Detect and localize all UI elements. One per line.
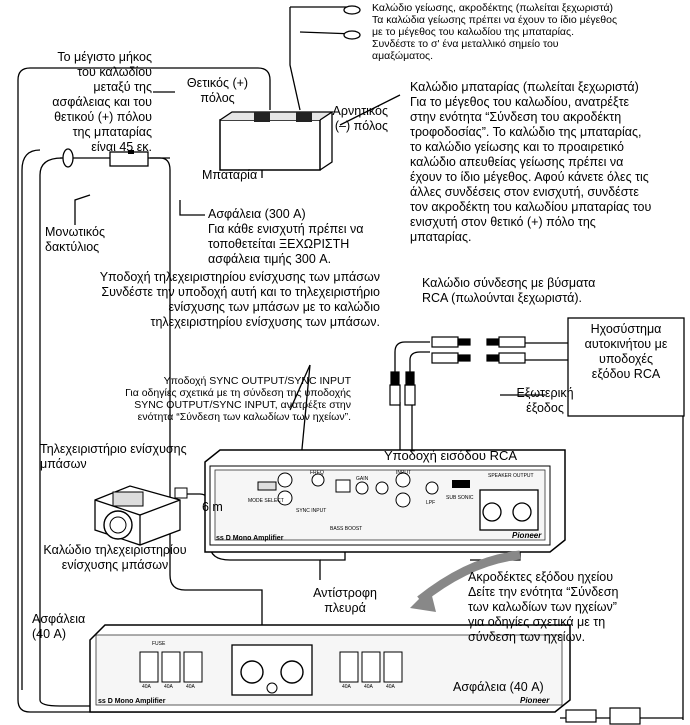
amplifier-rear-icon	[204, 449, 566, 553]
negative-pole-label: Αρνητικός (–) πόλος	[332, 104, 388, 133]
rca-cable-left	[394, 341, 430, 385]
rca-plugs-icon	[389, 336, 526, 406]
input-text: INPUT	[396, 470, 411, 476]
amplifier-top-icon	[89, 624, 571, 713]
power-plug-icon	[565, 707, 641, 725]
mode-select-text: MODE SELECT	[248, 498, 284, 504]
sync-jack-label: Υποδοχή SYNC OUTPUT/SYNC INPUT Για οδηγί…	[125, 375, 351, 423]
cable-length-label: 6 m	[202, 500, 223, 514]
power-wire	[150, 157, 263, 625]
positive-pole-label: Θετικός (+) πόλος	[186, 76, 249, 105]
rca-cable-label: Καλώδιο σύνδεσης με βύσματα RCA (πωλούντ…	[422, 276, 596, 305]
fuse-40a-left-label: Ασφάλεια (40 A)	[32, 612, 86, 641]
battery-icon	[219, 111, 335, 171]
fuse-text: FUSE	[152, 641, 166, 647]
gain-text: GAIN	[356, 476, 369, 482]
car-audio-box	[567, 317, 685, 417]
fuse-300a-icon	[109, 150, 149, 167]
sync-input-text: SYNC INPUT	[296, 508, 327, 514]
fuse-value-6: 40A	[386, 684, 395, 690]
speaker-output-text: SPEAKER OUTPUT	[488, 473, 534, 479]
ground-wire-vertical	[289, 7, 301, 111]
fuse-value-1: 40A	[142, 684, 151, 690]
grommet-label: Μονωτικός δακτύλιος	[45, 225, 105, 254]
amp-name-rear: ss D Mono Amplifier	[216, 535, 284, 542]
rca-cable-right	[409, 351, 430, 385]
bass-remote-icon	[94, 485, 188, 546]
battery-label: Μπαταρία	[202, 168, 258, 182]
fuse-value-5: 40A	[364, 684, 373, 690]
bass-remote-cable-label: Καλώδιο τηλεχειριστηρίου ενίσχυσης μπάσω…	[43, 543, 187, 572]
amp-name-top: ss D Mono Amplifier	[98, 698, 166, 705]
battery-positive-wire	[17, 67, 271, 713]
fuse-300a-label: Ασφάλεια (300 A) Για κάθε ενισχυτή πρέπε…	[208, 207, 364, 266]
rca-input-label: Υποδοχή εισόδου RCA	[384, 448, 518, 463]
max-length-label: Το μέγιστο μήκος του καλωδίου μεταξύ της…	[52, 50, 152, 154]
external-output-label: Εξωτερική έξοδος	[516, 386, 574, 415]
freq-text: FREQ	[310, 470, 324, 476]
brand-rear: Pioneer	[512, 531, 542, 540]
lpf-text: LPF	[426, 500, 436, 506]
ground-wire-label: Καλώδιο γείωσης, ακροδέκτης (πωλείται ξε…	[372, 2, 618, 62]
fuse-value-3: 40A	[186, 684, 195, 690]
grommet-icon	[62, 148, 74, 168]
ground-terminal-icon	[343, 5, 361, 40]
speaker-terminals-label: Ακροδέκτες εξόδου ηχείου Δείτε την ενότη…	[468, 570, 619, 644]
fuse-value-4: 40A	[342, 684, 351, 690]
bass-remote-jack-label: Υποδοχή τηλεχειριστηρίου ενίσχυσης των μ…	[99, 270, 380, 329]
car-audio-label: Ηχοσύστημα αυτοκινήτου με υποδοχές εξόδο…	[584, 322, 668, 381]
bass-boost-text: BASS BOOST	[330, 526, 363, 532]
fuse-40a-right-label: Ασφάλεια (40 A)	[453, 680, 544, 694]
fuse-value-2: 40A	[164, 684, 173, 690]
brand-top: Pioneer	[520, 696, 550, 705]
sub-sonic-text: SUB SONIC	[446, 495, 474, 501]
battery-wire-label: Καλώδιο μπαταρίας (πωλείται ξεχωριστά) Γ…	[410, 80, 652, 244]
bass-remote-label: Τηλεχειριστήριο ενίσχυσης μπάσων	[40, 442, 187, 471]
reverse-side-label: Αντίστροφη πλευρά	[313, 586, 377, 615]
